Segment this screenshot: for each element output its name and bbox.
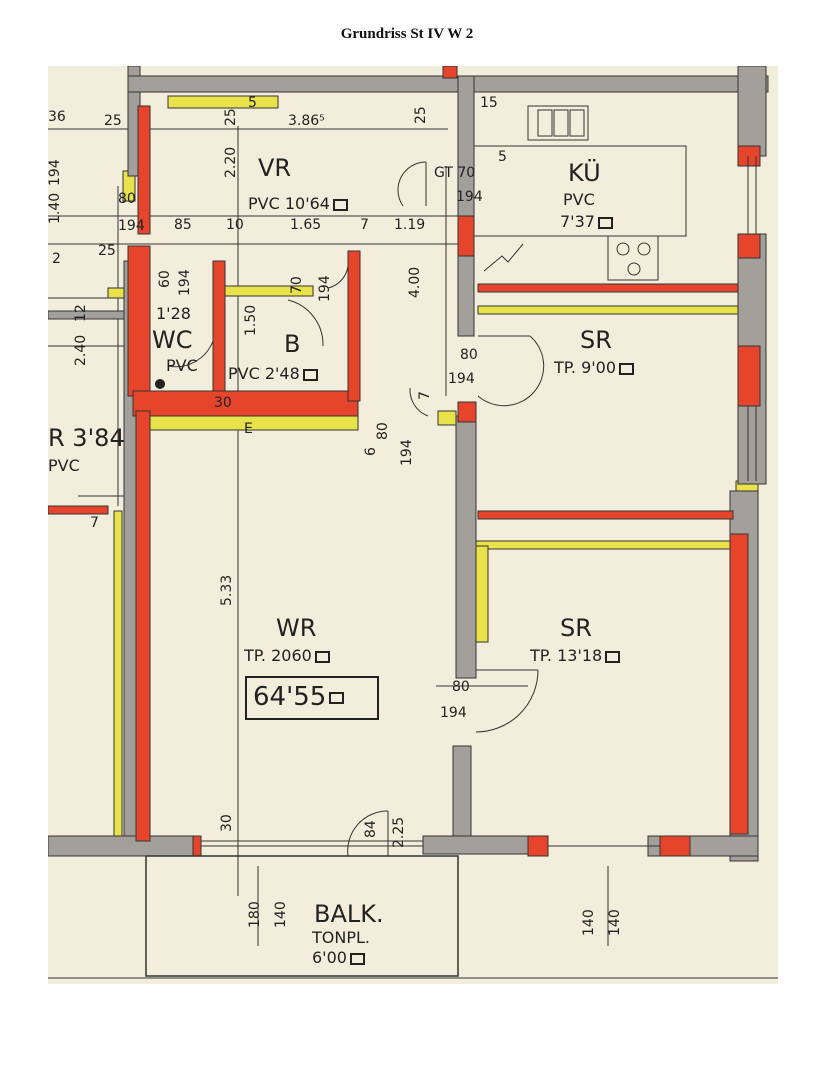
dim-label: 60 <box>157 270 173 288</box>
area-unit-icon <box>349 952 365 965</box>
room-vr-name: VR <box>258 154 292 182</box>
dim-label: 4.00 <box>407 266 423 298</box>
room-wr-floor-text: TP. 2060 <box>244 646 312 665</box>
room-kue-material: PVC <box>563 190 595 209</box>
dim-label: 194 <box>456 189 483 205</box>
floor-plan-drawing <box>48 66 778 979</box>
dim-label: 25 <box>223 108 239 126</box>
area-unit-icon <box>597 216 613 229</box>
dim-label: 7 <box>360 217 369 233</box>
room-wr-name: WR <box>276 614 317 642</box>
dim-label: 15 <box>480 95 498 111</box>
room-sr1-name: SR <box>580 326 612 354</box>
total-area: 64'55 <box>253 682 345 712</box>
room-wr-floor: TP. 2060 <box>244 648 330 664</box>
room-sr2-name: SR <box>560 614 592 642</box>
dim-label: 2.20 <box>223 146 239 178</box>
dim-label: 5.33 <box>219 574 235 606</box>
room-bad-floor-text: PVC 2'48 <box>228 364 300 383</box>
dim-label: 70 <box>289 276 305 294</box>
dim-label: 80 <box>375 422 391 440</box>
dim-label: 2.40 <box>73 334 89 366</box>
dim-label: 80 <box>452 679 470 695</box>
room-kue-area: 7'37 <box>560 214 613 230</box>
room-balk-floor: TONPL. <box>312 928 370 947</box>
dim-label: 194 <box>317 275 333 302</box>
room-sr2-floor: TP. 13'18 <box>530 646 621 665</box>
dim-label: 194 <box>48 159 63 186</box>
dim-label: 7 <box>417 391 433 400</box>
dim-label: 25 <box>98 243 116 259</box>
dim-label: 30 <box>214 395 232 411</box>
dim-label: 25 <box>413 106 429 124</box>
dim-label: 80 <box>118 191 136 207</box>
dim-label: 1.65 <box>290 217 322 233</box>
dim-label: 84 <box>363 820 379 838</box>
dim-label: 1.50 <box>243 304 259 336</box>
room-vr-floor: PVC 10'64 <box>248 196 348 212</box>
area-unit-icon <box>332 198 348 211</box>
dim-label: 140 <box>273 901 289 928</box>
area-unit-icon <box>605 650 621 663</box>
dim-label: 25 <box>104 113 122 129</box>
dim-label: 180 <box>247 901 263 928</box>
dim-label: 30 <box>219 814 235 832</box>
room-kue-area-text: 7'37 <box>560 212 595 231</box>
dim-label: 80 <box>460 347 478 363</box>
dim-label: E <box>244 421 253 437</box>
dim-label: 140 <box>581 909 597 936</box>
dim-label: 36 <box>48 109 66 125</box>
dim-label: 5 <box>248 95 257 111</box>
room-sr1-floor: TP. 9'00 <box>554 358 635 377</box>
dim-label: 194 <box>440 705 467 721</box>
dim-label: 2.25 <box>391 816 407 848</box>
room-bad-floor: PVC 2'48 <box>228 366 318 382</box>
area-unit-icon <box>619 362 635 375</box>
dim-label: 3.86⁵ <box>288 113 325 129</box>
dim-label: 194 <box>399 439 415 466</box>
dim-label: 6 <box>363 447 379 456</box>
dim-label: GT 70 <box>434 165 476 181</box>
room-vr-floor-text: PVC 10'64 <box>248 194 330 213</box>
room-wc-name: WC <box>152 326 193 354</box>
dim-label: 194 <box>177 269 193 296</box>
room-wc-area: 1'28 <box>156 304 191 323</box>
room-left-floor: PVC <box>48 456 80 475</box>
dim-label: 140 <box>607 909 623 936</box>
room-balk-name: BALK. <box>314 900 384 928</box>
dim-label: 2 <box>52 251 61 267</box>
area-unit-icon <box>329 691 345 704</box>
room-wc-floor: PVC <box>166 356 198 375</box>
room-balk-area-text: 6'00 <box>312 948 347 967</box>
dim-label: 1.40 <box>48 192 63 224</box>
room-kue-name: KÜ <box>568 159 601 187</box>
floor-plan: VR PVC 10'64 KÜ PVC 7'37 1'28 WC PVC B P… <box>48 66 778 984</box>
dim-label: 5 <box>498 149 507 165</box>
dim-label: 10 <box>226 217 244 233</box>
dim-label: 7 <box>90 515 99 531</box>
room-bad-name: B <box>284 330 301 358</box>
dim-label: 85 <box>174 217 192 233</box>
page-title: Grundriss St IV W 2 <box>340 26 474 42</box>
total-area-box: 64'55 <box>245 676 379 720</box>
room-sr2-floor-text: TP. 13'18 <box>530 646 603 665</box>
dim-label: 194 <box>118 218 145 234</box>
room-sr1-floor-text: TP. 9'00 <box>554 358 617 377</box>
total-area-text: 64'55 <box>253 682 327 712</box>
room-left-name: R 3'84 <box>48 424 125 452</box>
dim-label: 12 <box>73 304 89 322</box>
dim-label: 1.19 <box>394 217 426 233</box>
dim-label: 194 <box>448 371 475 387</box>
area-unit-icon <box>302 368 318 381</box>
room-balk-area: 6'00 <box>312 950 365 966</box>
area-unit-icon <box>314 650 330 663</box>
